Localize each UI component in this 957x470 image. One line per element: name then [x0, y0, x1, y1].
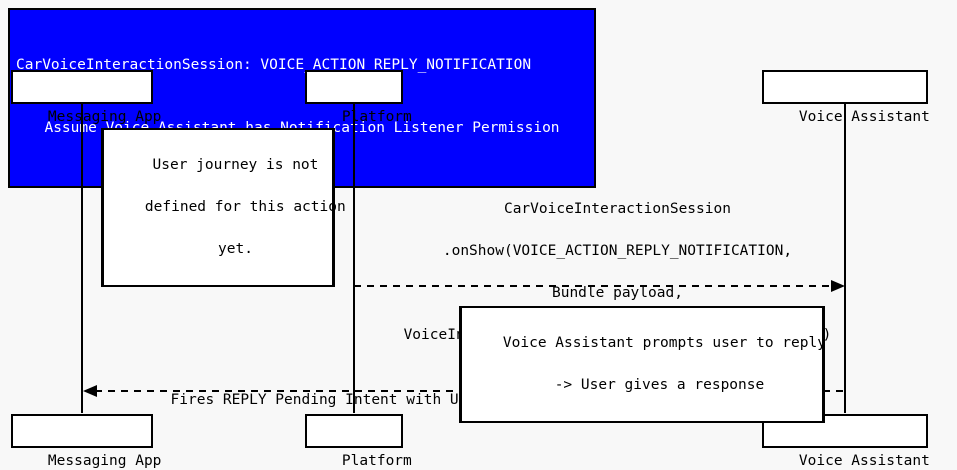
- message-onshow-arrowhead-icon: [831, 280, 845, 292]
- note-voice-prompt: Voice Assistant prompts user to reply ->…: [459, 306, 826, 423]
- participant-foot-voice-assistant-label: Voice Assistant: [798, 453, 930, 469]
- participant-foot-messaging-app[interactable]: Messaging App: [11, 414, 161, 469]
- participant-foot-platform[interactable]: Platform: [305, 414, 412, 469]
- participant-foot-messaging-app-label: Messaging App: [47, 453, 162, 469]
- participant-head-platform[interactable]: Platform: [305, 70, 412, 125]
- message-onshow-arrow: [354, 280, 845, 292]
- participant-foot-platform-label: Platform: [341, 453, 412, 469]
- note-user-journey-line-2: defined for this action: [144, 199, 346, 215]
- message-reply-intent-arrowhead-icon: [83, 385, 97, 397]
- note-voice-prompt-line-2: -> User gives a response: [554, 377, 765, 393]
- lifeline-platform: [353, 104, 355, 413]
- participant-head-messaging-app-label: Messaging App: [47, 109, 162, 125]
- participant-head-voice-assistant[interactable]: Voice Assistant: [762, 70, 930, 125]
- lifeline-voice-assistant: [844, 104, 846, 413]
- message-onshow-label-line-2: .onShow(VOICE_ACTION_REPLY_NOTIFICATION,: [442, 243, 793, 259]
- participant-head-messaging-app[interactable]: Messaging App: [11, 70, 161, 125]
- message-onshow-label-line-1: CarVoiceInteractionSession: [503, 201, 731, 217]
- message-onshow-label-line-3: Bundle payload,: [551, 285, 683, 301]
- note-voice-prompt-line-1: Voice Assistant prompts user to reply: [502, 335, 826, 351]
- participant-head-platform-label: Platform: [341, 109, 412, 125]
- participant-foot-voice-assistant[interactable]: Voice Assistant: [762, 414, 930, 469]
- participant-head-voice-assistant-label: Voice Assistant: [798, 109, 930, 125]
- note-user-journey-line-1: User journey is not: [152, 157, 319, 173]
- note-user-journey-line-3: yet.: [218, 241, 253, 257]
- note-user-journey: User journey is not defined for this act…: [101, 128, 346, 287]
- lifeline-messaging-app: [81, 104, 83, 413]
- diagram-title-line-1: CarVoiceInteractionSession: VOICE_ACTION…: [16, 57, 532, 73]
